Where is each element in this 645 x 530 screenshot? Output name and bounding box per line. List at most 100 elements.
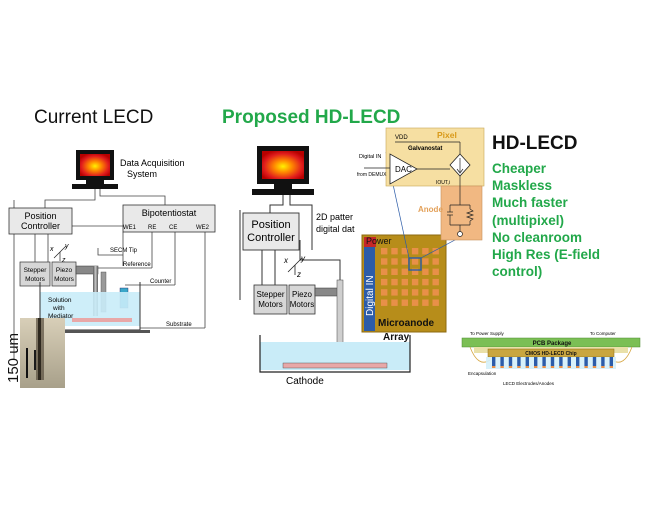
anode-pad bbox=[391, 289, 398, 296]
electrode-re: RE bbox=[148, 225, 156, 231]
monitor-icon bbox=[252, 146, 314, 195]
monitor-icon bbox=[72, 150, 118, 189]
anode-pad bbox=[401, 289, 408, 296]
microanode-array bbox=[361, 234, 447, 333]
anode-pad bbox=[401, 268, 408, 275]
package-electrode-tip bbox=[492, 366, 496, 368]
position-controller-label-1: Position bbox=[24, 211, 56, 221]
solution-label-3: Mediator bbox=[48, 313, 74, 320]
iout-label: IOUT,i bbox=[436, 180, 450, 186]
position-controller-label-2: Controller bbox=[21, 221, 60, 231]
current-lecd-heading: Current LECD bbox=[34, 107, 154, 128]
dac-triangle bbox=[389, 153, 418, 185]
package-electrode-pin bbox=[592, 357, 597, 366]
anode-pad bbox=[432, 278, 439, 286]
piezo-label-2: Motors bbox=[54, 276, 75, 283]
encapsulation-label: Encapsulation bbox=[468, 371, 497, 376]
anode-pad bbox=[432, 248, 439, 255]
electrode-we2: WE2 bbox=[196, 225, 210, 231]
anode-pad bbox=[391, 278, 398, 286]
position-controller-label-2: Controller bbox=[247, 232, 295, 244]
substrate-label: Substrate bbox=[166, 322, 192, 328]
axis-icon bbox=[53, 245, 67, 261]
electrodes-label: LECD Electrodes/Anodes bbox=[503, 381, 555, 386]
anode-pad bbox=[411, 268, 419, 275]
package-electrode-pin bbox=[517, 357, 521, 366]
feature-item: Much faster (multipixel) bbox=[492, 195, 568, 228]
electrode-ce: CE bbox=[169, 225, 177, 231]
pixel-circuit: Pixel VDD Galvanostat Digital IN from DE… bbox=[357, 127, 485, 241]
package-electrode-pin bbox=[542, 357, 546, 366]
microanode-label-1: Microanode bbox=[378, 318, 435, 329]
cathode-label: Cathode bbox=[286, 376, 324, 387]
anode-pad bbox=[411, 258, 419, 265]
stepper-label-2: Motors bbox=[25, 276, 46, 283]
axis-y-label: y bbox=[64, 243, 69, 250]
pcb-label: PCB Package bbox=[533, 341, 572, 347]
anode-pad bbox=[401, 299, 408, 306]
digital-in-label: Digital IN bbox=[365, 275, 376, 316]
power-supply-label: To Power Supply bbox=[470, 331, 505, 336]
pixel-title: Pixel bbox=[437, 130, 457, 140]
bipotentiostat-label: Bipotentiostat bbox=[142, 208, 197, 218]
chip-holder-arm bbox=[336, 279, 344, 351]
anode-pad bbox=[411, 278, 419, 286]
feature-item: Maskless bbox=[492, 178, 553, 194]
anode-pad bbox=[391, 299, 398, 306]
daq-label-2: System bbox=[127, 169, 157, 179]
package-electrode-pin bbox=[601, 357, 605, 366]
anode-pad bbox=[381, 289, 388, 296]
proposed-hd-lecd-heading: Proposed HD-LECD bbox=[222, 107, 401, 128]
axis-icon bbox=[287, 257, 303, 275]
package-electrode-pin bbox=[609, 357, 613, 366]
bipotentiostat-box bbox=[122, 204, 216, 233]
anode-pad bbox=[422, 299, 429, 306]
anode-pad bbox=[422, 278, 429, 286]
package-electrode-pin bbox=[500, 357, 504, 366]
position-controller-box bbox=[8, 207, 73, 235]
package-electrode-tip bbox=[567, 366, 571, 368]
axis-y-label: y bbox=[300, 254, 306, 263]
package-electrode-tip bbox=[508, 366, 513, 368]
anode-box bbox=[440, 185, 483, 241]
piezo-motors-box bbox=[288, 284, 316, 315]
axis-z-label: z bbox=[61, 257, 66, 264]
package-electrode-tip bbox=[576, 366, 580, 368]
position-controller-label-1: Position bbox=[251, 219, 290, 231]
anode-pad bbox=[381, 248, 388, 255]
hd-lecd-title: HD-LECD bbox=[492, 133, 578, 154]
proposed-setup: Position Controller 2D patter digital da… bbox=[239, 146, 411, 387]
feature-item: Cheaper bbox=[492, 161, 547, 176]
piezo-label-1: Piezo bbox=[292, 290, 313, 299]
counter-label: Counter bbox=[150, 279, 171, 285]
anode-pad bbox=[422, 248, 429, 255]
axis-x-label: x bbox=[49, 246, 54, 253]
anode-pad bbox=[391, 268, 398, 275]
anode-pad bbox=[422, 268, 429, 275]
piezo-label-1: Piezo bbox=[56, 267, 73, 274]
package-electrode-tip bbox=[550, 366, 555, 368]
anode-pad bbox=[432, 258, 439, 265]
anode-pad bbox=[422, 289, 429, 296]
anode-pad bbox=[401, 258, 408, 265]
anode-pad bbox=[432, 299, 439, 306]
solution-label-2: with bbox=[52, 305, 65, 312]
chip-label: CMOS HD-LECD Chip bbox=[525, 351, 576, 357]
motor-arm bbox=[314, 287, 341, 297]
package-electrode-pin bbox=[492, 357, 496, 366]
electrode-we1: WE1 bbox=[123, 225, 137, 231]
pkg-pins bbox=[492, 357, 613, 368]
scale-bar-label: 150 um bbox=[5, 333, 22, 383]
piezo-label-2: Motors bbox=[290, 300, 314, 309]
anode-pad bbox=[381, 268, 388, 275]
stepper-label-1: Stepper bbox=[24, 267, 48, 274]
daq-label-1: Data Acquisition bbox=[120, 158, 185, 168]
reference-label: Reference bbox=[123, 262, 151, 268]
secm-tip-electrode bbox=[93, 266, 98, 316]
dac-label: DAC bbox=[395, 165, 412, 174]
anode-title: Anode bbox=[418, 205, 443, 214]
stepper-motors-box bbox=[253, 284, 288, 315]
axis-x-label: x bbox=[283, 256, 289, 265]
selected-pixel-highlight bbox=[408, 257, 422, 271]
